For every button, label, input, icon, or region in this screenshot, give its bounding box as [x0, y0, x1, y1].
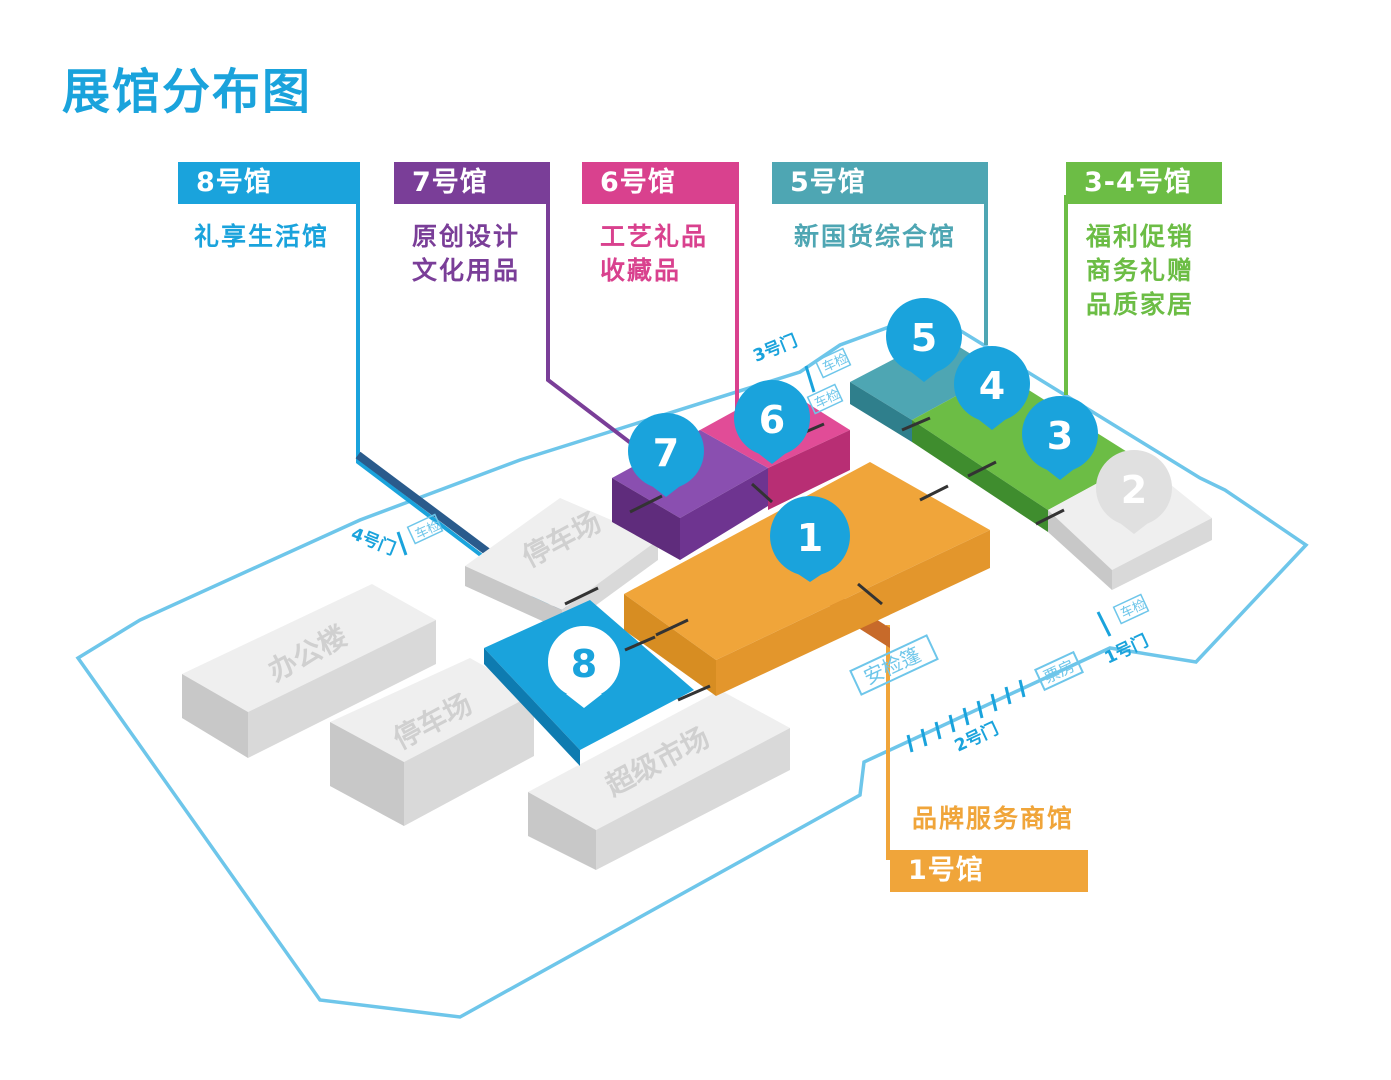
- svg-text:8: 8: [571, 642, 597, 686]
- ticket-office-sign: 票房: [1033, 650, 1085, 692]
- vehicle-check-sign-4: 车检: [406, 513, 444, 545]
- hall-desc-1: 品牌服务商馆: [912, 804, 1075, 833]
- hall-marker-4: 4: [954, 346, 1030, 430]
- svg-text:7: 7: [653, 431, 679, 475]
- svg-text:5: 5: [911, 316, 937, 360]
- gate-3-label: 3号门: [750, 330, 800, 367]
- hall-marker-1: 1: [770, 496, 850, 582]
- vehicle-check-sign-3: 车检: [814, 347, 852, 379]
- connector-arrows: [564, 416, 1065, 702]
- hall-label-34: 3-4号馆: [1066, 162, 1222, 204]
- svg-text:6: 6: [759, 398, 785, 442]
- building-office: [182, 584, 436, 758]
- svg-text:1: 1: [797, 516, 823, 560]
- hall-label-7: 7号馆: [394, 162, 550, 204]
- svg-text:安检篷: 安检篷: [860, 642, 925, 689]
- hall-desc-7: 原创设计文化用品: [412, 222, 521, 285]
- hall-marker-7: 7: [628, 413, 704, 497]
- hall-desc-34: 福利促销商务礼赠品质家居: [1086, 222, 1195, 319]
- hall-label-5: 5号馆: [772, 162, 988, 204]
- site-boundary: [75, 310, 1309, 1019]
- building-parking-2: [330, 658, 534, 826]
- gate-3-arrow: [804, 365, 816, 393]
- hall-marker-5: 5: [886, 298, 962, 382]
- gate-4-arrow: [396, 531, 408, 556]
- hall-desc-5: 新国货综合馆: [794, 222, 957, 251]
- gate-2-arrows: [906, 679, 1026, 753]
- gate-1-arrow: [1096, 611, 1112, 637]
- security-tent-sign: 安检篷: [849, 634, 939, 696]
- hall-marker-3: 3: [1022, 396, 1098, 480]
- page-title: 展馆分布图: [62, 64, 313, 120]
- hall-marker-6: 6: [734, 380, 810, 464]
- building-supermarket: [528, 690, 790, 870]
- svg-text:4: 4: [979, 364, 1005, 408]
- leader-line-7: [546, 195, 642, 452]
- svg-text:3: 3: [1047, 414, 1073, 458]
- hall-label-8: 8号馆: [178, 162, 360, 204]
- hall-desc-8: 礼享生活馆: [194, 222, 330, 251]
- hall-marker-8: 8: [544, 622, 624, 708]
- svg-text:2: 2: [1121, 468, 1147, 512]
- hall-label-6: 6号馆: [582, 162, 739, 204]
- hall-desc-6: 工艺礼品收藏品: [600, 222, 709, 285]
- gate-2-label: 2号门: [951, 718, 1001, 756]
- vehicle-check-sign-1: 车检: [1112, 593, 1150, 625]
- gate-4-label: 4号门: [348, 523, 398, 560]
- hall-marker-2: 2: [1096, 450, 1172, 534]
- hall-label-1: 1号馆: [890, 850, 1088, 892]
